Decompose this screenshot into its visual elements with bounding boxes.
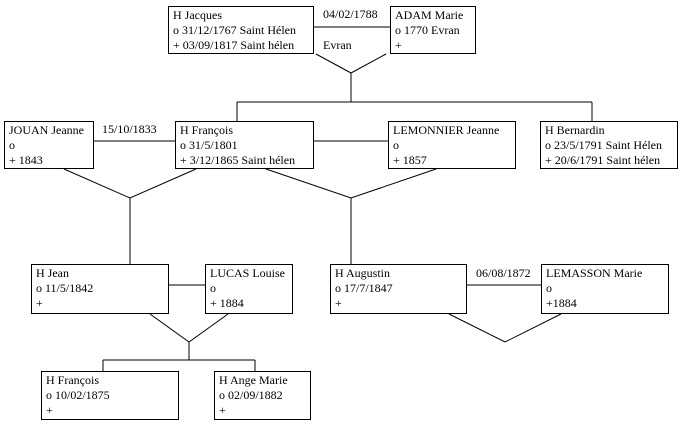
marriage-place: Evran <box>323 38 352 52</box>
person-lemonnier[interactable]: LEMONNIER Jeanne o + 1857 <box>388 121 516 169</box>
person-name: H Jacques <box>173 8 222 22</box>
marriage-date: 04/02/1788 <box>323 7 378 21</box>
person-francois-1801[interactable]: H François o 31/5/1801 + 3/12/1865 Saint… <box>175 121 314 169</box>
birth-info: o <box>393 138 399 152</box>
birth-info: o 10/02/1875 <box>46 388 110 402</box>
person-lemasson[interactable]: LEMASSON Marie o +1884 <box>541 264 669 314</box>
death-info: + 1843 <box>9 153 43 167</box>
person-augustin[interactable]: H Augustin o 17/7/1847 + <box>330 264 467 314</box>
person-name: ADAM Marie <box>395 8 464 22</box>
birth-info: o 1770 Evran <box>395 23 460 37</box>
death-info: + 03/09/1817 Saint hélen <box>173 38 295 52</box>
person-ange-marie[interactable]: H Ange Marie o 02/09/1882 + <box>214 371 311 420</box>
birth-info: o 31/5/1801 <box>180 138 238 152</box>
death-info: + 1884 <box>210 296 244 310</box>
marriage-date: 06/08/1872 <box>476 266 531 280</box>
birth-info: o 31/12/1767 Saint Hélen <box>173 23 296 37</box>
person-adam[interactable]: ADAM Marie o 1770 Evran + <box>390 6 476 54</box>
person-name: H Augustin <box>335 266 391 280</box>
death-info: +1884 <box>546 296 577 310</box>
birth-info: o 17/7/1847 <box>335 281 393 295</box>
person-name: H François <box>46 373 99 387</box>
person-name: LEMONNIER Jeanne <box>393 123 500 137</box>
death-info: + 1857 <box>393 153 427 167</box>
death-info: + <box>46 403 53 417</box>
person-jouan[interactable]: JOUAN Jeanne o + 1843 <box>4 121 94 169</box>
death-info: + <box>219 403 226 417</box>
person-name: JOUAN Jeanne <box>9 123 84 137</box>
birth-info: o <box>9 138 15 152</box>
person-name: H Jean <box>36 266 69 280</box>
person-name: LEMASSON Marie <box>546 266 643 280</box>
death-info: + <box>395 38 402 52</box>
birth-info: o 23/5/1791 Saint Hélen <box>545 138 662 152</box>
death-info: + <box>335 296 342 310</box>
birth-info: o 11/5/1842 <box>36 281 94 295</box>
person-name: LUCAS Louise <box>210 266 285 280</box>
death-info: + 20/6/1791 Saint hélen <box>545 153 661 167</box>
person-name: H François <box>180 123 233 137</box>
person-bernardin[interactable]: H Bernardin o 23/5/1791 Saint Hélen + 20… <box>540 121 678 169</box>
person-name: H Ange Marie <box>219 373 288 387</box>
person-lucas[interactable]: LUCAS Louise o + 1884 <box>205 264 293 314</box>
person-jean[interactable]: H Jean o 11/5/1842 + <box>31 264 169 314</box>
marriage-date: 15/10/1833 <box>102 122 157 136</box>
death-info: + <box>36 296 43 310</box>
person-jacques[interactable]: H Jacques o 31/12/1767 Saint Hélen + 03/… <box>168 6 314 54</box>
birth-info: o <box>210 281 216 295</box>
death-info: + 3/12/1865 Saint hélen <box>180 153 296 167</box>
person-name: H Bernardin <box>545 123 605 137</box>
birth-info: o <box>546 281 552 295</box>
birth-info: o 02/09/1882 <box>219 388 283 402</box>
person-francois-1875[interactable]: H François o 10/02/1875 + <box>41 371 179 420</box>
